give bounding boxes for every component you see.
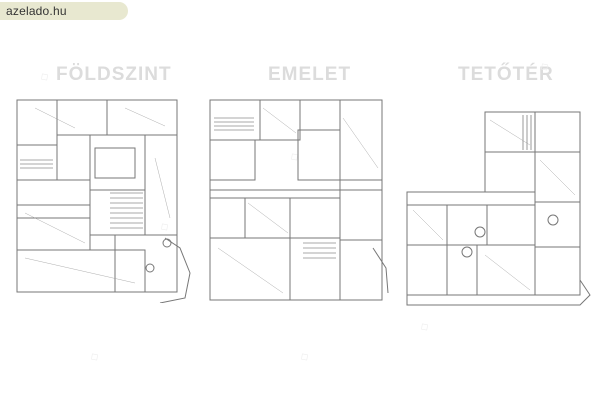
floor-heading-ground: FÖLDSZINT <box>56 64 172 85</box>
site-badge[interactable]: azelado.hu <box>0 2 128 20</box>
floor-heading-attic: TETŐTÉR <box>458 64 554 85</box>
upper-floor-plan <box>209 99 389 301</box>
site-badge-label: azelado.hu <box>6 4 67 18</box>
ground-floor-plan <box>16 99 191 303</box>
attic-floor-plan <box>406 111 591 306</box>
floor-heading-upper: EMELET <box>268 64 352 85</box>
